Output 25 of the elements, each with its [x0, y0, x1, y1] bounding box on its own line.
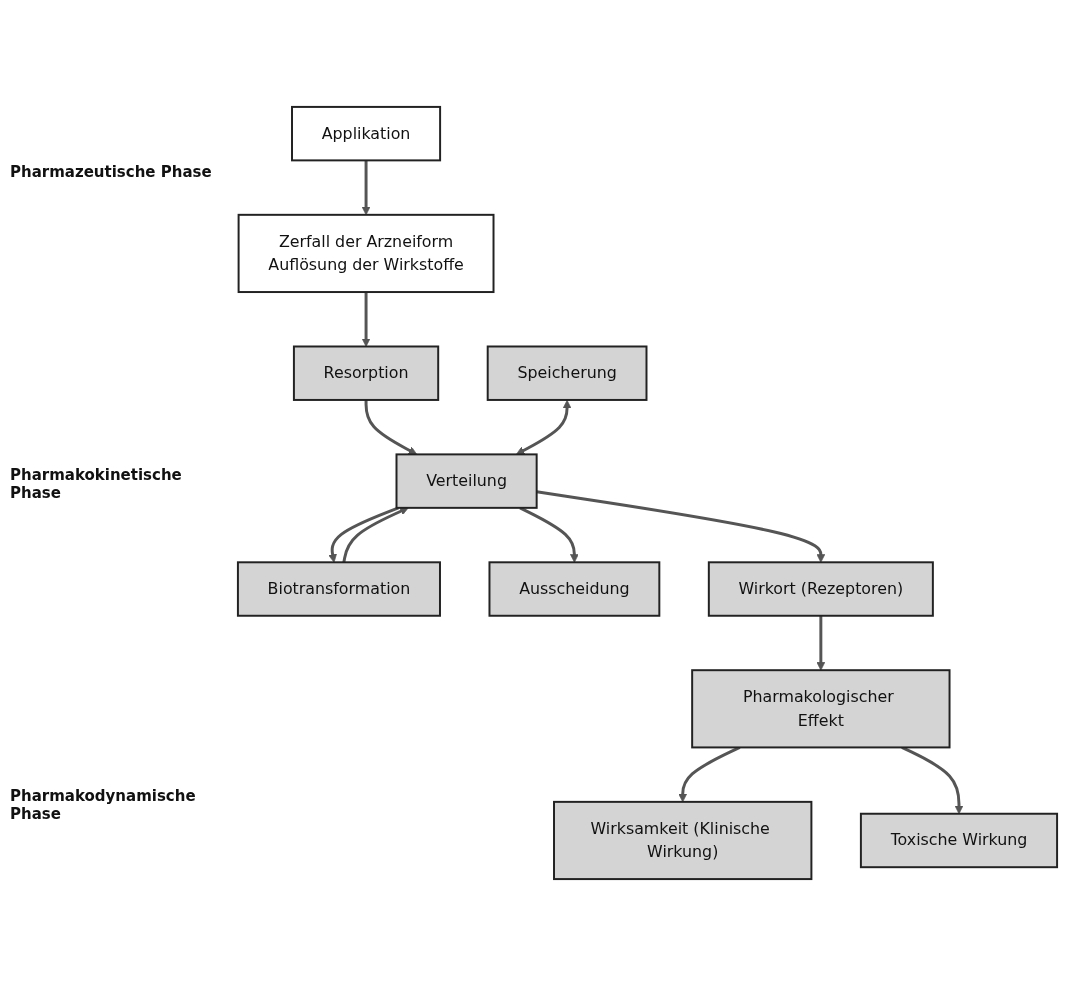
phase-label: Pharmakokinetische Phase — [10, 465, 183, 502]
phase-label: Pharmazeutische Phase — [10, 162, 213, 181]
arrow — [364, 399, 418, 455]
arrow — [816, 615, 826, 671]
phase-label: Pharmakodynamische Phase — [10, 786, 197, 823]
arrow — [361, 159, 371, 215]
node-box: Resorption — [292, 345, 440, 401]
node-box: Speicherung — [486, 345, 648, 401]
node-box: Toxische Wirkung — [859, 812, 1059, 868]
arrow — [901, 745, 964, 814]
node-box: Applikation — [291, 105, 442, 161]
arrow — [516, 399, 572, 455]
node-box: Zerfall der Arzneiform Auflösung der Wirkstoffe — [237, 213, 495, 293]
node-box: Biotransformation — [236, 560, 441, 617]
arrow — [519, 506, 579, 563]
arrow — [361, 291, 371, 347]
arrow — [536, 489, 826, 563]
node-box: Wirkort (Rezeptoren) — [707, 560, 934, 617]
node-box: Ausscheidung — [488, 560, 661, 617]
node-box: Wirksamkeit (Klinische Wirkung) — [553, 800, 813, 880]
node-box: Pharmakologischer Effekt — [691, 668, 951, 748]
arrow — [342, 506, 409, 563]
arrow — [328, 505, 399, 563]
arrow — [678, 745, 741, 802]
node-box: Verteilung — [395, 452, 538, 509]
